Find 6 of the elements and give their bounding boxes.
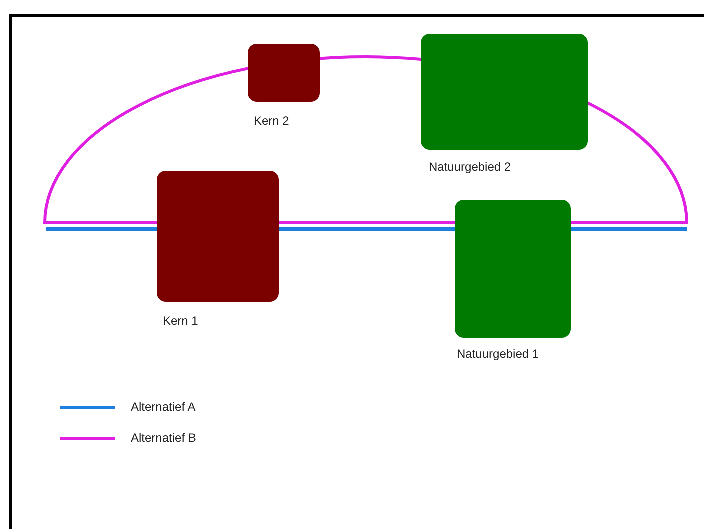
area-label: Kern 1: [163, 314, 198, 328]
area-label: Natuurgebied 1: [457, 347, 540, 361]
legend-label: Alternatief B: [131, 431, 196, 445]
area-label: Natuurgebied 2: [429, 160, 512, 174]
area-label: Kern 2: [254, 114, 290, 128]
legend-label: Alternatief A: [131, 400, 196, 414]
